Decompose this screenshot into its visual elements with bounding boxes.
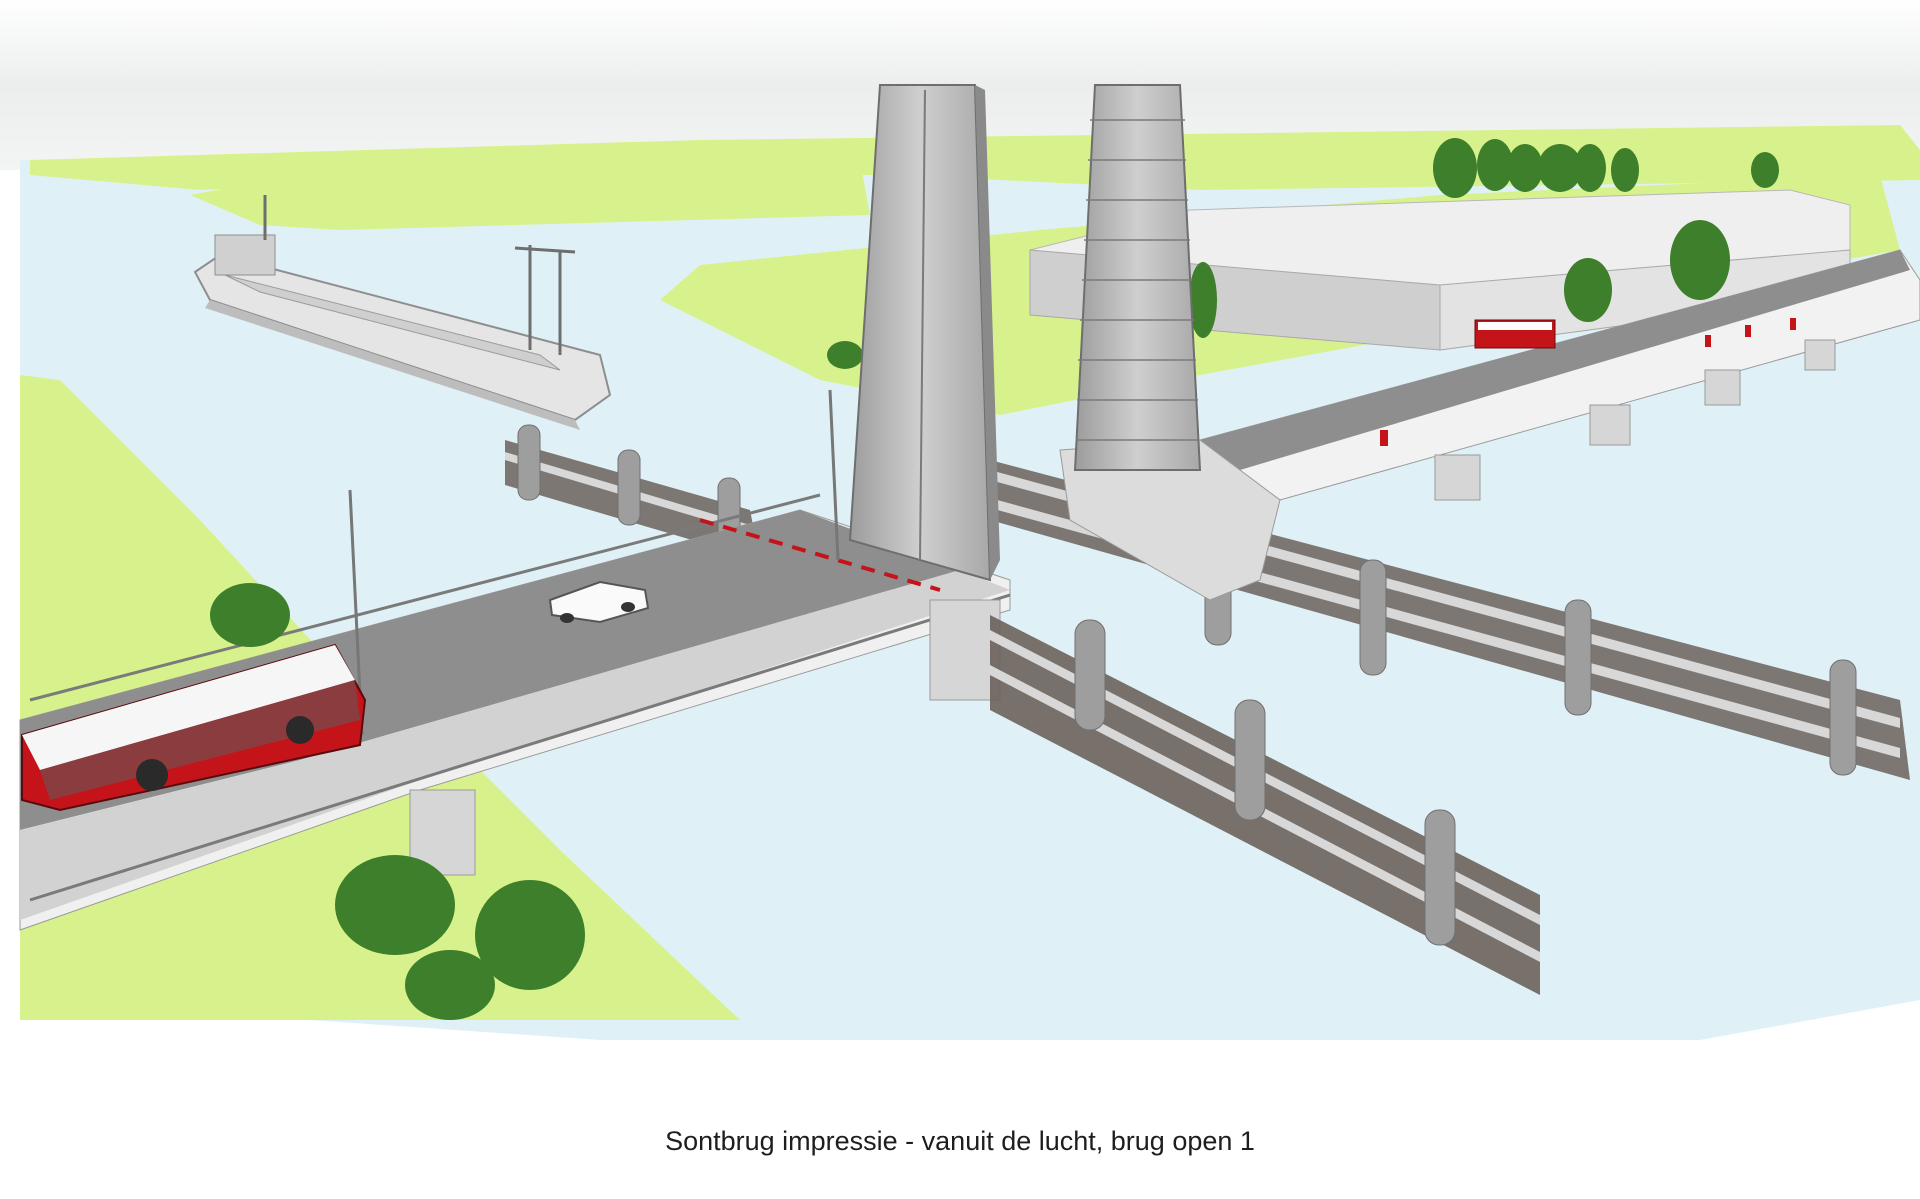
- tree-icon: [1538, 144, 1582, 192]
- tree-cluster-near: [210, 583, 585, 1020]
- cargo-ship-icon: [193, 195, 612, 430]
- bus-icon: [1474, 319, 1556, 349]
- tree-icon: [1564, 258, 1612, 322]
- tree-icon: [1611, 148, 1639, 192]
- fender-south: [990, 615, 1540, 995]
- abutment-east: [1059, 439, 1281, 601]
- bus-icon: [21, 643, 367, 812]
- tower-icon: [848, 84, 1000, 582]
- tree-icon: [405, 950, 495, 1020]
- tree-icon: [335, 855, 455, 955]
- tree-icon: [1189, 262, 1217, 338]
- tree-icon: [1433, 138, 1477, 198]
- tree-icon: [1751, 152, 1779, 188]
- car-icon: [548, 580, 650, 624]
- image-caption: Sontbrug impressie - vanuit de lucht, br…: [665, 1126, 1255, 1156]
- tree-icon: [1507, 144, 1543, 192]
- tree-icon: [1574, 144, 1606, 192]
- bridge-render: [0, 0, 1920, 1040]
- grass-island-north: [190, 160, 870, 230]
- tree-row-far: [827, 138, 1779, 369]
- tree-icon: [1670, 220, 1730, 300]
- tree-icon: [475, 880, 585, 990]
- tree-icon: [1477, 139, 1513, 191]
- tree-icon: [210, 583, 290, 647]
- bridge-deck-east: [1199, 249, 1920, 501]
- tree-icon: [827, 341, 863, 369]
- tower-icon: [1073, 84, 1202, 471]
- bridge-deck-west: [19, 389, 1011, 931]
